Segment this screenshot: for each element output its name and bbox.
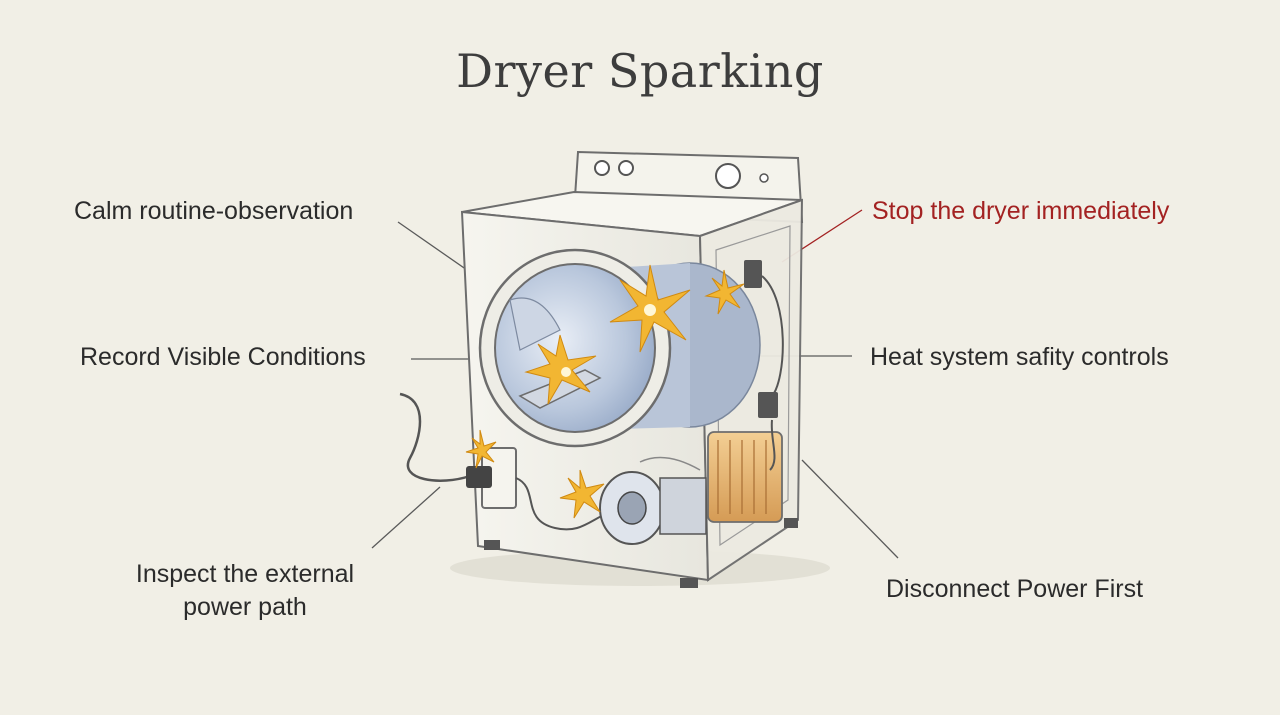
label-inspect-external-power-path: Inspect the external power path xyxy=(135,560,355,621)
thermostat-icon xyxy=(758,392,778,418)
control-knob-icon xyxy=(594,160,610,176)
power-cord xyxy=(399,392,471,482)
power-plug-icon xyxy=(466,466,492,488)
leader-line-disconnect xyxy=(801,459,899,559)
spark-icon xyxy=(559,469,605,519)
control-knob-icon xyxy=(618,160,634,176)
label-disconnect-power-first: Disconnect Power First xyxy=(886,575,1144,603)
thermostat-icon xyxy=(744,260,762,288)
spark-icon xyxy=(704,269,745,315)
label-calm-routine-observation: Calm routine-observation xyxy=(74,197,354,225)
spark-icon xyxy=(524,334,597,405)
label-stop-dryer-immediately: Stop the dryer immediately xyxy=(872,197,1170,225)
diagram-title: Dryer Sparking xyxy=(456,44,824,98)
label-heat-system-safity-controls: Heat system safity controls xyxy=(870,343,1169,371)
dial-icon xyxy=(715,163,741,189)
leader-line-inspect xyxy=(371,486,441,549)
label-record-visible-conditions: Record Visible Conditions xyxy=(80,343,366,371)
heating-element-icon xyxy=(707,431,783,523)
spark-icon xyxy=(465,429,497,469)
